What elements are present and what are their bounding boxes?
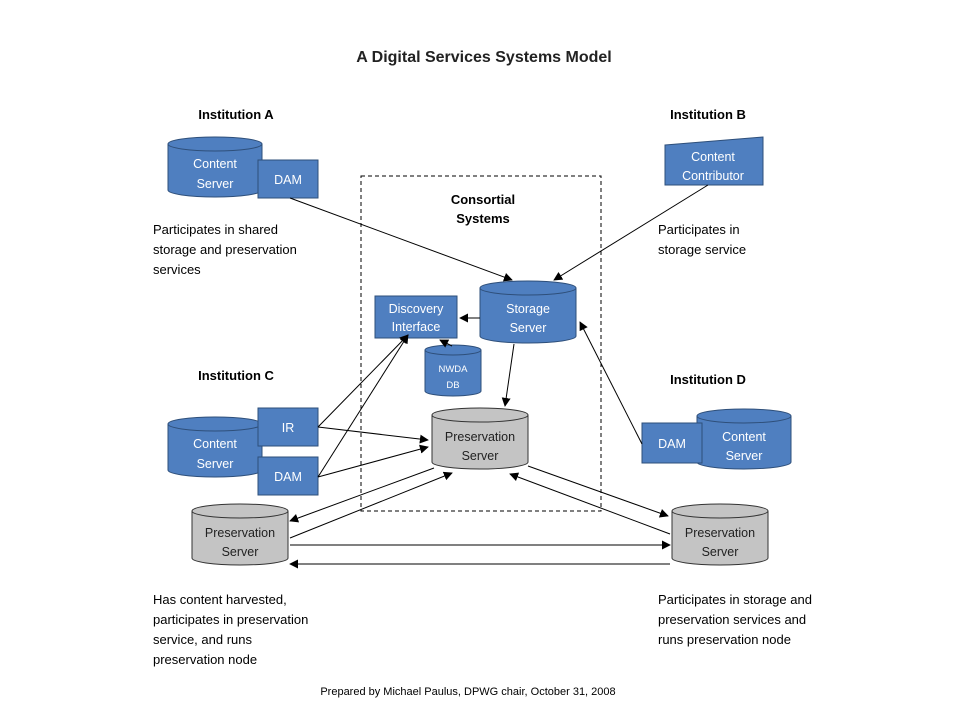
- institution-c-desc-3: service, and runs: [153, 632, 252, 647]
- institution-c-preservation-label-2: Server: [222, 545, 259, 559]
- institution-b-desc-2: storage service: [658, 242, 746, 257]
- institution-d-dam-label: DAM: [658, 437, 686, 451]
- institution-b-contributor-label-2: Contributor: [682, 169, 744, 183]
- institution-b-desc-1: Participates in: [658, 222, 740, 237]
- institution-a-heading: Institution A: [198, 107, 274, 122]
- arrow-storage-to-preservation: [501, 343, 515, 407]
- institution-a-content-server: Content Server: [167, 136, 263, 198]
- institution-c-server-label-2: Server: [197, 457, 234, 471]
- consortial-heading-line2: Systems: [456, 211, 509, 226]
- institution-c-preservation-label-1: Preservation: [205, 526, 275, 540]
- institution-b-heading: Institution B: [670, 107, 746, 122]
- institution-c-dam-label: DAM: [274, 470, 302, 484]
- institution-b-content-contributor: Content Contributor: [664, 136, 764, 186]
- arrow-preservation-to-c-node: [289, 467, 435, 523]
- institution-c-server-label-1: Content: [193, 437, 237, 451]
- storage-server: Storage Server: [479, 280, 577, 344]
- institution-a-desc-1: Participates in shared: [153, 222, 278, 237]
- arrow-preservation-to-d-node: [527, 465, 669, 518]
- consortial-preservation-server: Preservation Server: [431, 407, 529, 470]
- institution-c-heading: Institution C: [198, 368, 274, 383]
- institution-d-preservation-label-1: Preservation: [685, 526, 755, 540]
- institution-a-dam: DAM: [257, 159, 319, 199]
- institution-c-ir-label: IR: [282, 421, 295, 435]
- institution-d-dam: DAM: [641, 422, 703, 464]
- consortial-boundary: [360, 175, 602, 512]
- arrow-ir-to-preservation: [317, 426, 429, 444]
- institution-d-desc-1: Participates in storage and: [658, 592, 812, 607]
- discovery-label-2: Interface: [392, 320, 441, 334]
- institution-a-dam-label: DAM: [274, 173, 302, 187]
- institution-d-preservation-label-2: Server: [702, 545, 739, 559]
- arrow-dam-to-preservation: [317, 444, 429, 478]
- institution-d-server-label-1: Content: [722, 430, 766, 444]
- nwda-label-1: NWDA: [438, 364, 468, 375]
- institution-c-ir: IR: [257, 407, 319, 447]
- storage-label-2: Server: [510, 321, 547, 335]
- arrow-d-node-to-preservation: [509, 472, 671, 535]
- consortial-heading-line1: Consortial: [451, 192, 515, 207]
- institution-a-server-label-1: Content: [193, 157, 237, 171]
- institution-d-heading: Institution D: [670, 372, 746, 387]
- arrow-b-contributor-to-storage: [553, 184, 709, 281]
- arrow-d-dam-to-storage: [579, 321, 643, 445]
- institution-d-desc-3: runs preservation node: [658, 632, 791, 647]
- page-title: A Digital Services Systems Model: [356, 49, 612, 66]
- nwda-db: NWDA DB: [424, 344, 482, 397]
- arrow-dam-to-discovery: [317, 334, 409, 478]
- institution-a-desc-2: storage and preservation: [153, 242, 297, 257]
- discovery-label-1: Discovery: [389, 302, 445, 316]
- arrow-ir-to-discovery: [317, 334, 409, 428]
- nwda-label-2: DB: [446, 380, 459, 391]
- institution-c-desc-4: preservation node: [153, 652, 257, 667]
- arrow-nwda-to-discovery: [439, 339, 453, 348]
- institution-d-desc-2: preservation services and: [658, 612, 806, 627]
- institution-a-desc-3: services: [153, 262, 201, 277]
- institution-d-content-server: Content Server: [696, 408, 792, 470]
- discovery-interface: Discovery Interface: [374, 295, 458, 339]
- institution-d-server-label-2: Server: [726, 449, 763, 463]
- storage-label-1: Storage: [506, 302, 550, 316]
- institution-c-content-server: Content Server: [167, 416, 263, 478]
- institution-c-dam: DAM: [257, 456, 319, 496]
- institution-b-contributor-label-1: Content: [691, 150, 735, 164]
- institution-c-preservation-server: Preservation Server: [191, 503, 289, 566]
- institution-c-desc-2: participates in preservation: [153, 612, 308, 627]
- institution-c-desc-1: Has content harvested,: [153, 592, 287, 607]
- consortial-preservation-label-2: Server: [462, 449, 499, 463]
- consortial-preservation-label-1: Preservation: [445, 430, 515, 444]
- arrow-c-node-to-preservation: [289, 471, 453, 539]
- institution-a-server-label-2: Server: [197, 177, 234, 191]
- arrow-a-dam-to-storage: [289, 197, 513, 282]
- footer-credit: Prepared by Michael Paulus, DPWG chair, …: [320, 686, 615, 698]
- institution-d-preservation-server: Preservation Server: [671, 503, 769, 566]
